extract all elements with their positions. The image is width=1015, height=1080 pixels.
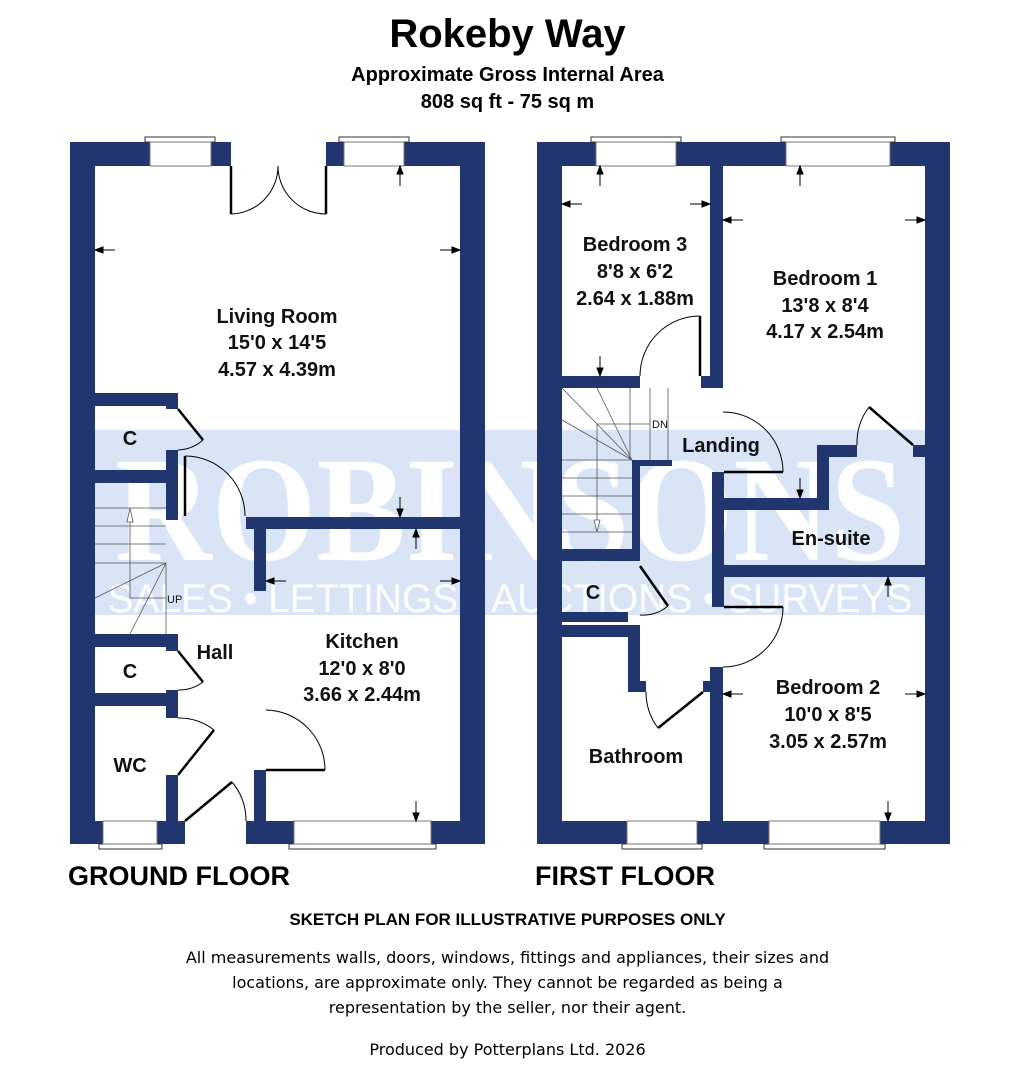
room-kitchen-name: Kitchen	[325, 631, 398, 653]
first-floor-windows	[590, 136, 896, 850]
room-ensuite-name: En-suite	[792, 528, 871, 550]
ground-floor-windows	[98, 136, 437, 850]
room-bedroom3-imperial: 8'8 x 6'2	[597, 261, 673, 283]
watermark-band	[95, 430, 925, 615]
room-bedroom1-metric: 4.17 x 2.54m	[766, 321, 884, 343]
ground-floor-doors	[177, 165, 328, 822]
ground-floor-dimension-arrows	[93, 164, 462, 823]
room-kitchen-metric: 3.66 x 2.44m	[303, 684, 421, 706]
first-floor-doors	[638, 315, 914, 729]
room-living-imperial: 15'0 x 14'5	[228, 332, 327, 354]
ground-floor-stairs	[94, 507, 167, 635]
room-hall-name: Hall	[197, 642, 234, 664]
stair-down-label: DN	[652, 419, 668, 431]
room-bedroom2-imperial: 10'0 x 8'5	[784, 704, 871, 726]
disclaimer-text: All measurements walls, doors, windows, …	[185, 948, 830, 1017]
first-floor-dimension-arrows	[560, 164, 927, 823]
room-living-name: Living Room	[216, 306, 337, 328]
producer-credit: Produced by Potterplans Ltd. 2026	[369, 1040, 646, 1059]
room-bedroom3-name: Bedroom 3	[583, 234, 687, 256]
room-wc-name: WC	[113, 755, 146, 777]
room-kitchen-imperial: 12'0 x 8'0	[318, 658, 405, 680]
room-cupboard-name: C	[586, 582, 600, 604]
watermark-tagline: SALES • LETTINGS • AUCTIONS • SURVEYS	[108, 577, 913, 621]
room-landing-name: Landing	[682, 435, 760, 457]
ground-floor-label: GROUND FLOOR	[68, 861, 290, 891]
stair-up-label: UP	[167, 594, 182, 606]
room-bedroom2-metric: 3.05 x 2.57m	[769, 731, 887, 753]
area-label: Approximate Gross Internal Area	[351, 64, 664, 86]
room-bedroom2-name: Bedroom 2	[776, 677, 880, 699]
first-floor-walls	[537, 142, 950, 844]
room-bedroom3-metric: 2.64 x 1.88m	[576, 288, 694, 310]
first-floor-label: FIRST FLOOR	[535, 861, 715, 891]
plan-title: Rokeby Way	[389, 12, 626, 56]
room-living-metric: 4.57 x 4.39m	[218, 359, 336, 381]
room-cupboard-upper-name: C	[123, 428, 137, 450]
area-value: 808 sq ft - 75 sq m	[420, 91, 595, 113]
disclaimer-heading: SKETCH PLAN FOR ILLUSTRATIVE PURPOSES ON…	[289, 910, 726, 929]
ground-floor-walls	[70, 142, 485, 844]
room-bedroom1-imperial: 13'8 x 8'4	[781, 295, 869, 317]
room-bathroom-name: Bathroom	[589, 746, 683, 768]
room-cupboard-lower-name: C	[123, 661, 137, 683]
first-floor-stairs	[561, 387, 669, 533]
room-bedroom1-name: Bedroom 1	[773, 268, 877, 290]
